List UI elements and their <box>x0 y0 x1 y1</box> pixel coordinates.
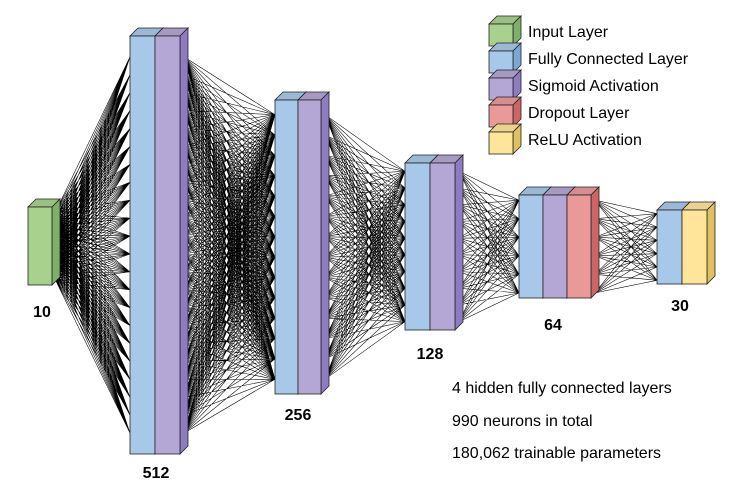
layer-size-label-input: 10 <box>33 304 51 321</box>
summary-neuron-count: 990 neurons in total <box>452 413 593 430</box>
summary-hidden-layers: 4 hidden fully connected layers <box>452 380 672 397</box>
connections-fc4-to-output <box>594 199 658 294</box>
layer-fc2 <box>274 91 330 395</box>
legend: Input Layer Fully Connected Layer Sigmoi… <box>488 15 689 155</box>
layer-input-block-input <box>27 198 61 286</box>
layer-size-label-fc1: 512 <box>143 465 170 482</box>
connections-fc2-to-fc3 <box>324 114 406 380</box>
connections <box>55 56 658 434</box>
layer-size-label-fc2: 256 <box>285 407 312 424</box>
layer-size-label-fc4: 64 <box>544 317 562 334</box>
legend-swatch-input <box>488 15 522 47</box>
layer-fc4 <box>518 186 600 299</box>
connections-fc1-to-fc2 <box>183 56 276 434</box>
legend-swatches <box>488 15 522 155</box>
connections-fc3-to-fc4 <box>458 171 520 322</box>
legend-label-fully-connected: Fully Connected Layer <box>528 51 689 68</box>
legend-swatch-fully-connected <box>488 42 522 74</box>
legend-label-input: Input Layer <box>528 24 609 41</box>
layer-fc4-block-dropout <box>566 186 600 299</box>
summary-parameter-count: 180,062 trainable parameters <box>452 445 661 462</box>
connections-input-to-fc1 <box>55 56 131 434</box>
legend-label-sigmoid: Sigmoid Activation <box>528 78 659 95</box>
layer-fc1 <box>129 27 189 455</box>
layer-size-label-output: 30 <box>671 298 689 315</box>
layer-size-label-fc3: 128 <box>417 346 444 363</box>
layer-output <box>656 201 716 285</box>
legend-swatch-sigmoid <box>488 69 522 101</box>
layers <box>27 27 716 455</box>
legend-swatch-relu <box>488 123 522 155</box>
layer-input <box>27 198 61 286</box>
layer-fc3-block-sigmoid <box>429 154 464 331</box>
layer-fc2-block-sigmoid <box>297 91 330 395</box>
layer-fc3 <box>404 154 464 331</box>
network-summary: 4 hidden fully connected layers 990 neur… <box>452 380 672 462</box>
layer-output-block-relu <box>681 201 716 285</box>
legend-label-dropout: Dropout Layer <box>528 105 630 122</box>
legend-label-relu: ReLU Activation <box>528 132 642 149</box>
legend-swatch-dropout <box>488 96 522 128</box>
layer-fc1-block-sigmoid <box>154 27 189 455</box>
